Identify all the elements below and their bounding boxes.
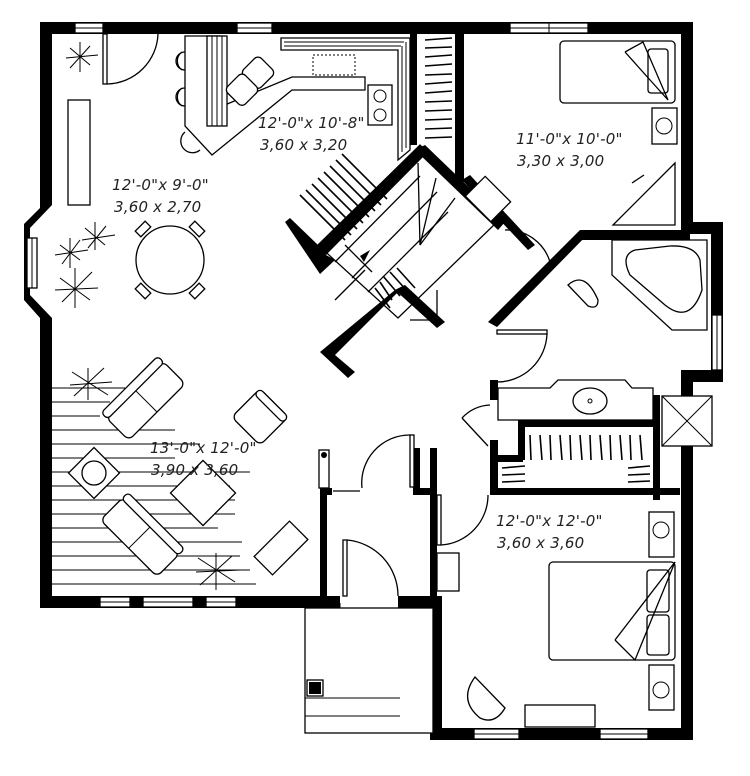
bedroom-1-dim-imperial: 11'-0"x 10'-0" xyxy=(516,130,623,148)
living-fixtures xyxy=(52,357,309,590)
room-label-bedroom-1: 11'-0"x 10'-0" 3,30 x 3,00 xyxy=(516,128,623,172)
bedroom-2-fixtures xyxy=(436,511,676,728)
dining-fixtures xyxy=(54,42,206,308)
dining-dim-metric: 3,60 x 2,70 xyxy=(114,198,202,216)
interior-walls xyxy=(285,22,690,600)
bedroom-1-fixtures xyxy=(464,40,678,226)
living-dim-metric: 3,90 x 3,60 xyxy=(151,461,239,479)
room-label-kitchen: 12'-0"x 10'-8" 3,60 x 3,20 xyxy=(258,112,365,156)
room-label-bedroom-2: 12'-0"x 12'-0" 3,60 x 3,60 xyxy=(496,510,603,554)
kitchen-fixtures xyxy=(67,35,411,206)
hall-closet xyxy=(424,37,453,139)
room-label-dining: 12'-0"x 9'-0" 3,60 x 2,70 xyxy=(112,174,209,218)
kitchen-dim-imperial: 12'-0"x 10'-8" xyxy=(258,114,365,132)
doors xyxy=(102,33,551,597)
living-dim-imperial: 13'-0"x 12'-0" xyxy=(150,439,257,457)
stairs xyxy=(299,144,498,319)
windows xyxy=(26,22,723,740)
bathroom-fixtures xyxy=(497,239,713,483)
room-label-living: 13'-0"x 12'-0" 3,90 x 3,60 xyxy=(150,437,257,481)
kitchen-dim-metric: 3,60 x 3,20 xyxy=(260,136,348,154)
entry-porch xyxy=(304,449,434,734)
bedroom-2-dim-imperial: 12'-0"x 12'-0" xyxy=(496,512,603,530)
bedroom-1-dim-metric: 3,30 x 3,00 xyxy=(517,152,605,170)
bedroom-2-dim-metric: 3,60 x 3,60 xyxy=(497,534,585,552)
dining-dim-imperial: 12'-0"x 9'-0" xyxy=(112,176,209,194)
